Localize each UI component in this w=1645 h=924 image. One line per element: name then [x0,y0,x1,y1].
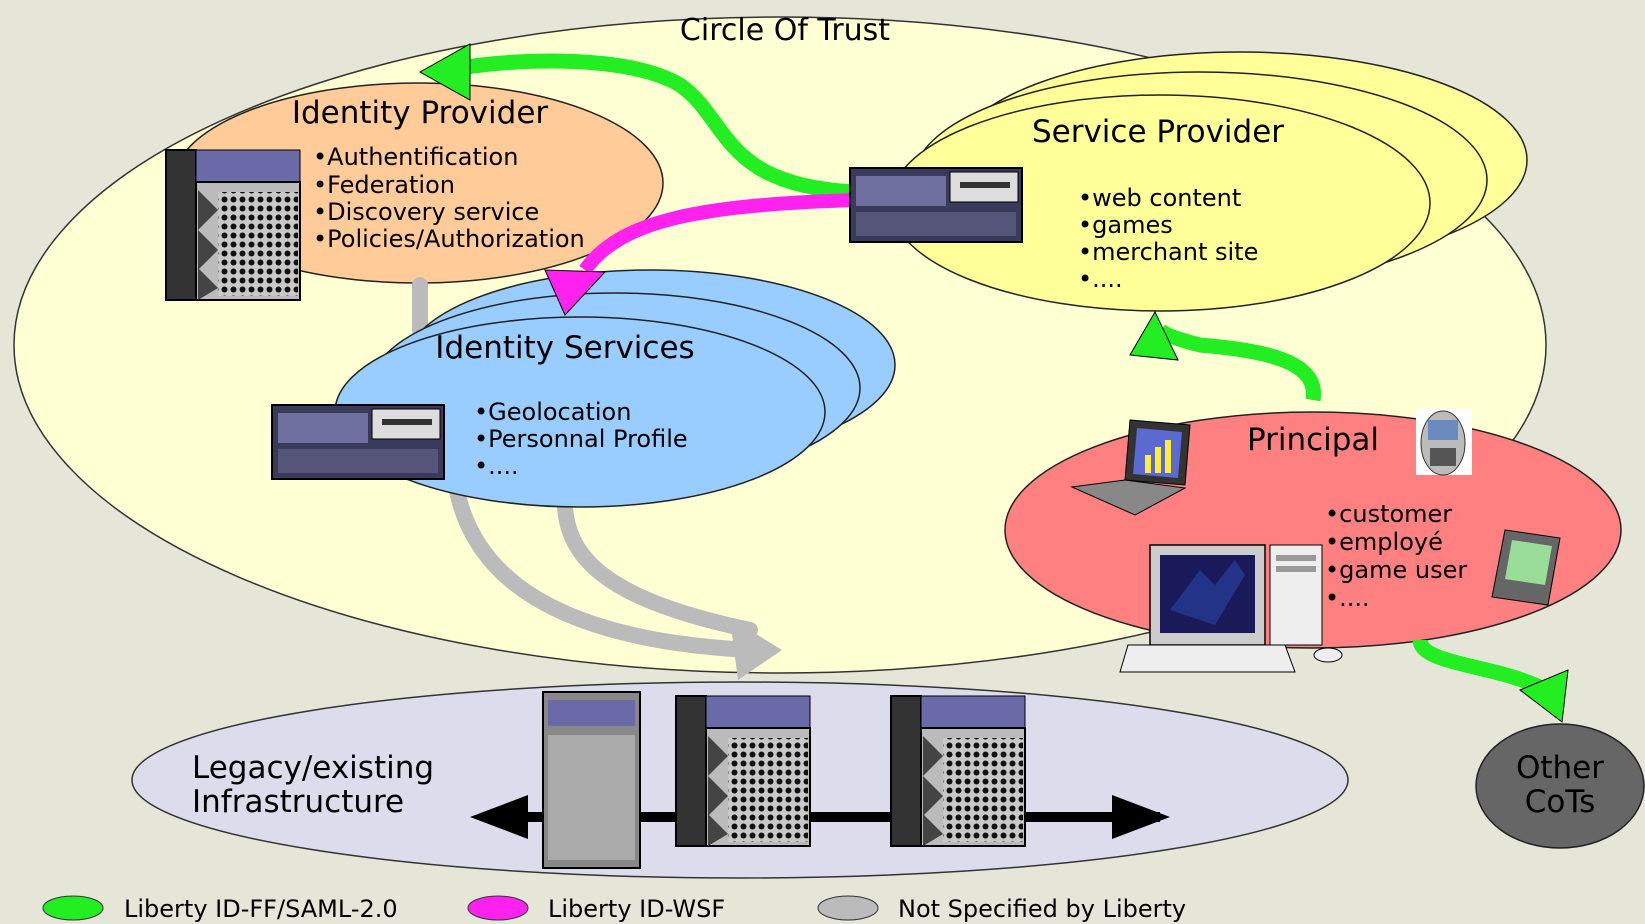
gray-arrow-head [730,618,782,680]
principal-bullet-3: •game user [1325,556,1467,584]
identity-services-bullet-1: •Geolocation [474,398,631,426]
legend-swatch-id-wsf [467,895,529,921]
identity-provider-group: Identity Provider •Authentification •Fed… [172,82,664,284]
principal-bullet-4: •.... [1325,584,1370,612]
service-provider-bullet-3: •merchant site [1078,238,1258,266]
magenta-arrow [579,193,856,275]
service-provider-bullet-2: •games [1078,211,1173,239]
legend-label-id-ff: Liberty ID-FF/SAML-2.0 [124,895,398,923]
legend-swatch-id-ff [42,895,104,921]
identity-services-bullet-2: •Personnal Profile [474,425,688,453]
laptop-icon [1070,419,1191,516]
legend-label-id-wsf: Liberty ID-WSF [548,895,725,923]
green-arrow-head-idp [418,43,471,101]
identity-services-title: Identity Services [435,330,694,366]
legend-label-not-specified: Not Specified by Liberty [898,895,1186,923]
identity-provider-bullet-4: •Policies/Authorization [313,225,585,253]
service-provider-group: Service Provider •web content •games •me… [889,51,1528,312]
service-provider-bullet-4: •.... [1078,265,1123,293]
gray-arrows [412,277,758,658]
mobile-phone-icon [1416,409,1472,476]
service-provider-server-icon [849,167,1023,243]
legacy-label-line-2: Infrastructure [192,784,404,820]
identity-provider-bullet-2: •Federation [313,171,455,199]
principal-title: Principal [1247,422,1379,458]
green-arrows [458,53,1549,697]
legacy-tower-server-icon-1 [675,695,811,847]
identity-provider-server-icon [165,149,301,301]
service-provider-title: Service Provider [1032,114,1284,150]
legacy-rack-server-icon [542,691,641,869]
other-cots-line-1: Other [1516,750,1604,786]
other-cots-line-2: CoTs [1525,784,1596,820]
identity-services-bullet-3: •.... [474,452,519,480]
legacy-tower-server-icon-2 [890,695,1026,847]
circle-of-trust-title: Circle Of Trust [680,13,890,48]
identity-provider-title: Identity Provider [292,95,549,131]
principal-bullet-1: •customer [1325,500,1452,528]
legacy-label-line-1: Legacy/existing [192,750,434,786]
principal-bullet-2: •employé [1325,528,1443,556]
legend-swatch-not-specified [817,895,879,921]
legacy-bus [470,795,1170,839]
green-arrow-head-sp [1129,310,1179,361]
identity-provider-bullet-3: •Discovery service [313,198,539,226]
pda-icon [1491,529,1561,606]
desktop-computer-icon [1119,544,1343,673]
magenta-arrow-head [544,269,607,316]
other-cots-ellipse [1475,723,1645,849]
service-provider-bullet-1: •web content [1078,184,1241,212]
identity-provider-bullet-1: •Authentification [313,143,518,171]
legend: Liberty ID-FF/SAML-2.0 Liberty ID-WSF No… [42,895,1186,923]
green-arrow-head-other-cots [1519,669,1569,723]
identity-services-group: Identity Services •Geolocation •Personna… [334,269,896,508]
identity-services-server-icon [271,404,445,480]
